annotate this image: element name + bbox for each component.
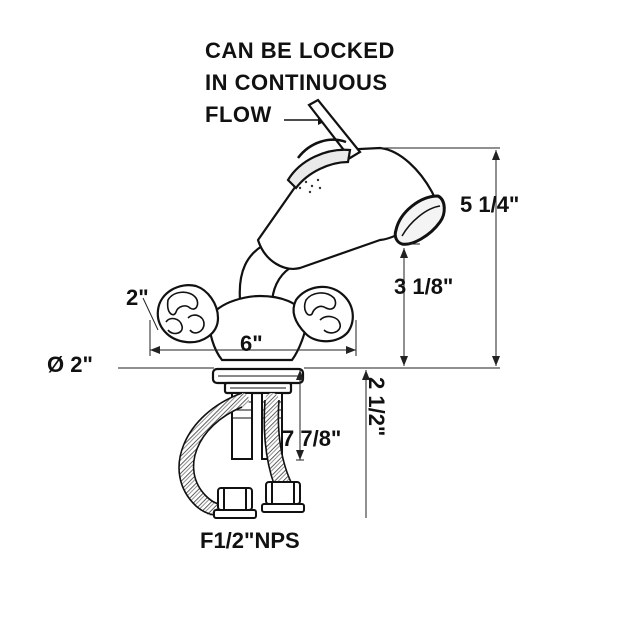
spray-dots [298, 178, 322, 194]
dim-base-diameter: Ø 2" [47, 352, 93, 377]
mounting-base [211, 367, 305, 395]
dim-hose-length: 7 7/8" [282, 426, 342, 451]
dim-connection: F1/2"NPS [200, 528, 300, 553]
lock-lever [286, 98, 362, 190]
callout-line-3: FLOW [205, 102, 272, 127]
callout-line-1: CAN BE LOCKED [205, 38, 395, 63]
dimension-arrows [150, 150, 500, 460]
dim-handle-spread: 6" [240, 331, 263, 356]
dim-handle-width: 2" [126, 285, 149, 310]
callout-line-2: IN CONTINUOUS [205, 70, 388, 95]
dim-shank-length: 2 1/2" [364, 377, 389, 437]
valve-body [156, 284, 354, 362]
dimension-lines [118, 147, 500, 518]
hose-fittings [213, 481, 305, 519]
dim-overall-height: 5 1/4" [460, 192, 520, 217]
dim-spout-height: 3 1/8" [394, 274, 454, 299]
